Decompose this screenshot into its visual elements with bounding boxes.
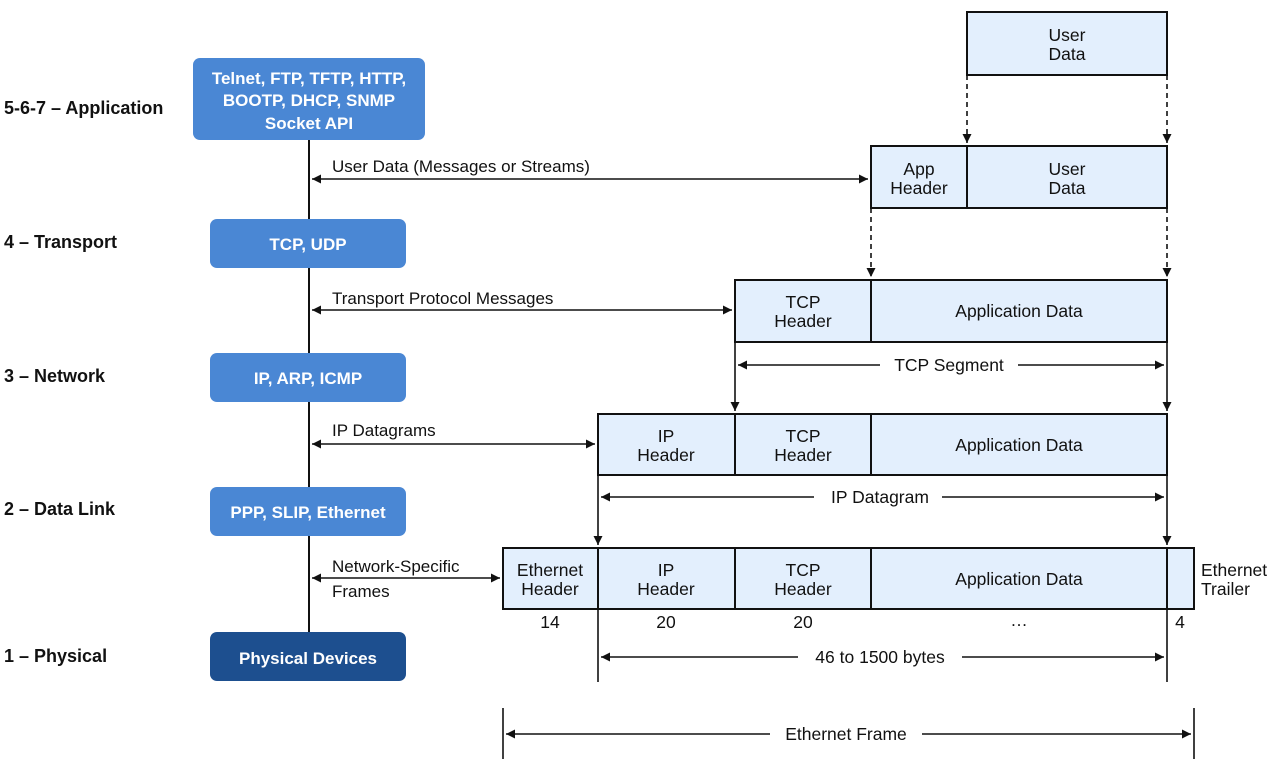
user-data-cell-app — [966, 145, 1168, 209]
datalink-message-label-line-2: Frames — [332, 582, 390, 601]
tcp-header-cell-datagram — [734, 413, 872, 476]
byte-size-ethernet-trailer: 4 — [1175, 612, 1185, 632]
network-protocols-box — [210, 353, 406, 402]
user-data-cell-top — [966, 11, 1168, 76]
ip-header-cell-datagram — [597, 413, 736, 476]
transport-message-label: Transport Protocol Messages — [332, 289, 553, 308]
ethernet-header-cell — [502, 547, 599, 610]
application-data-cell-datagram — [870, 413, 1168, 476]
application-data-cell-segment — [870, 279, 1168, 343]
network-message-label: IP Datagrams — [332, 421, 436, 440]
ip-header-frame-line-2: Header — [637, 579, 695, 599]
transport-protocols-label: TCP, UDP — [269, 235, 346, 254]
user-data-top-line-1: User — [1049, 25, 1086, 45]
network-protocols-label: IP, ARP, ICMP — [254, 369, 362, 388]
data-link-protocols-label: PPP, SLIP, Ethernet — [230, 503, 386, 522]
application-protocols-line-3: Socket API — [265, 114, 353, 133]
user-data-app-line-1: User — [1049, 159, 1086, 179]
tcp-header-datagram-line-2: Header — [774, 445, 832, 465]
layer-label-network: 3 – Network — [4, 366, 106, 386]
ethernet-header-line-2: Header — [521, 579, 579, 599]
app-header-line-2: Header — [890, 178, 948, 198]
tcp-segment-label-bg — [880, 353, 1018, 377]
application-message-label: User Data (Messages or Streams) — [332, 157, 590, 176]
user-data-app-line-2: Data — [1049, 178, 1086, 198]
transport-protocols-box — [210, 219, 406, 268]
application-protocols-line-2: BOOTP, DHCP, SNMP — [223, 91, 395, 110]
application-data-datagram-label: Application Data — [955, 435, 1083, 455]
data-link-protocols-box — [210, 487, 406, 536]
layer-label-application: 5-6-7 – Application — [4, 98, 163, 118]
ethernet-frame-label-bg — [770, 722, 922, 746]
tcp-header-datagram-line-1: TCP — [786, 426, 821, 446]
application-data-segment-label: Application Data — [955, 301, 1083, 321]
payload-label-bg — [798, 645, 962, 669]
layer-label-transport: 4 – Transport — [4, 232, 117, 252]
layer-label-physical: 1 – Physical — [4, 646, 107, 666]
tcp-header-segment-line-2: Header — [774, 311, 832, 331]
app-header-line-1: App — [903, 159, 934, 179]
layer-label-data-link: 2 – Data Link — [4, 499, 116, 519]
ip-header-datagram-line-1: IP — [658, 426, 675, 446]
tcp-header-segment-line-1: TCP — [786, 292, 821, 312]
application-data-frame-label: Application Data — [955, 569, 1083, 589]
byte-size-tcp-header: 20 — [793, 612, 813, 632]
byte-size-ip-header: 20 — [656, 612, 676, 632]
ethernet-trailer-line-1: Ethernet — [1201, 560, 1267, 580]
ethernet-frame-label: Ethernet Frame — [785, 724, 907, 744]
byte-size-ethernet-header: 14 — [540, 612, 560, 632]
ethernet-trailer-line-2: Trailer — [1201, 579, 1250, 599]
ip-header-datagram-line-2: Header — [637, 445, 695, 465]
application-protocols-box — [193, 58, 425, 140]
ip-datagram-label: IP Datagram — [831, 487, 929, 507]
physical-devices-box — [210, 632, 406, 681]
ethernet-header-line-1: Ethernet — [517, 560, 583, 580]
ip-header-frame-line-1: IP — [658, 560, 675, 580]
physical-devices-label: Physical Devices — [239, 649, 377, 668]
user-data-top-line-2: Data — [1049, 44, 1086, 64]
datalink-message-label-line-1: Network-Specific — [332, 557, 460, 576]
tcp-segment-label: TCP Segment — [894, 355, 1004, 375]
payload-size-label: 46 to 1500 bytes — [815, 647, 945, 667]
ethernet-trailer-cell — [1166, 547, 1195, 610]
tcp-header-frame-line-2: Header — [774, 579, 832, 599]
application-data-cell-frame — [870, 547, 1168, 610]
app-header-cell — [870, 145, 968, 209]
tcp-header-cell-frame — [734, 547, 872, 610]
byte-size-application-data: … — [1010, 610, 1028, 630]
ip-datagram-label-bg — [814, 485, 942, 509]
tcp-header-frame-line-1: TCP — [786, 560, 821, 580]
ip-header-cell-frame — [597, 547, 736, 610]
application-protocols-line-1: Telnet, FTP, TFTP, HTTP, — [212, 69, 406, 88]
